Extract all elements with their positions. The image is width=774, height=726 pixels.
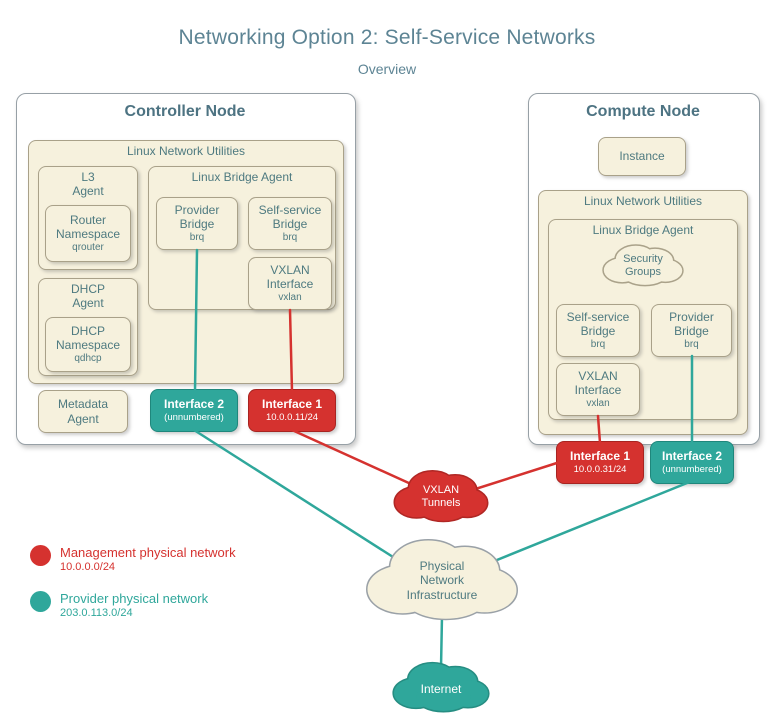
page-title: Networking Option 2: Self-Service Networ… (178, 26, 596, 49)
compute-lnu-label: Linux Network Utilities (583, 194, 703, 208)
provider-bridge-compute-label: Provider Bridge (669, 309, 714, 339)
vxlan-interface-controller-sub: vxlan (278, 292, 302, 304)
dhcp-namespace-sub: qdhcp (74, 353, 102, 365)
interface1-controller-sub: 10.0.0.11/24 (265, 412, 319, 424)
compute-lba-label: Linux Bridge Agent (592, 223, 694, 237)
router-namespace-sub: qrouter (72, 242, 104, 254)
link-vxlan-tunnels-to-interface1-compute (464, 460, 562, 494)
page-subtitle: Overview (357, 61, 417, 77)
router-namespace: Router Namespace qrouter (45, 205, 131, 262)
interface1-controller-label: Interface 1 (261, 397, 323, 412)
vxlan-interface-controller-label: VXLAN Interface (266, 262, 314, 292)
instance-label: Instance (619, 149, 665, 164)
provider-bridge-compute-sub: brq (684, 339, 699, 351)
controller-lnu-label: Linux Network Utilities (126, 144, 246, 158)
legend-management: Management physical network 10.0.0.0/24 (30, 545, 236, 575)
vxlan-interface-compute: VXLAN Interface vxlan (556, 363, 640, 416)
vxlan-tunnels-cloud (393, 470, 489, 523)
l3-agent-label: L3 Agent (72, 170, 104, 199)
selfservice-bridge-compute: Self-service Bridge brq (556, 304, 640, 357)
metadata-agent-label: Metadata Agent (57, 397, 109, 426)
provider-network-dot (30, 591, 51, 612)
selfservice-bridge-compute-sub: brq (590, 339, 606, 351)
interface2-compute-label: Interface 2 (661, 449, 723, 464)
interface2-compute: Interface 2 (unnumbered) (650, 441, 734, 484)
provider-bridge-controller-sub: brq (189, 232, 205, 244)
interface2-controller: Interface 2 (unnumbered) (150, 389, 238, 432)
link-physical-network-to-interface2-compute (490, 479, 694, 564)
vxlan-interface-controller: VXLAN Interface vxlan (248, 257, 332, 310)
dhcp-namespace-label: DHCP Namespace (55, 323, 121, 353)
vxlan-interface-compute-label: VXLAN Interface (574, 368, 622, 398)
compute-node-title: Compute Node (586, 103, 700, 120)
legend-management-cidr: 10.0.0.0/24 (60, 561, 116, 574)
link-physical-network-to-internet (439, 614, 444, 670)
interface1-compute-label: Interface 1 (569, 449, 631, 464)
management-network-dot (30, 545, 51, 566)
provider-bridge-controller: Provider Bridge brq (156, 197, 238, 250)
selfservice-bridge-controller: Self-service Bridge brq (248, 197, 332, 250)
legend-management-label: Management physical network (60, 545, 236, 560)
router-namespace-label: Router Namespace (55, 212, 121, 242)
physical-network-cloud (366, 539, 519, 621)
physical-network-label: Physical Network Infrastructure (406, 559, 478, 602)
vxlan-interface-compute-sub: vxlan (586, 398, 610, 410)
legend-provider-label: Provider physical network (60, 591, 209, 606)
selfservice-bridge-compute-label: Self-service Bridge (566, 309, 630, 339)
metadata-agent: Metadata Agent (38, 390, 128, 433)
dhcp-namespace: DHCP Namespace qdhcp (45, 317, 131, 372)
selfservice-bridge-controller-label: Self-service Bridge (258, 202, 322, 232)
interface2-controller-sub: (unnumbered) (164, 412, 224, 424)
interface1-controller: Interface 1 10.0.0.11/24 (248, 389, 336, 432)
legend-provider-cidr: 203.0.113.0/24 (60, 607, 133, 620)
interface1-compute: Interface 1 10.0.0.31/24 (556, 441, 644, 484)
vxlan-tunnels-label: VXLAN Tunnels (421, 484, 461, 510)
controller-lba-label: Linux Bridge Agent (191, 170, 293, 184)
interface2-controller-label: Interface 2 (163, 397, 225, 412)
legend-provider: Provider physical network 203.0.113.0/24 (30, 591, 208, 621)
interface1-compute-sub: 10.0.0.31/24 (573, 464, 627, 476)
instance: Instance (598, 137, 686, 176)
link-interface2-controller-to-physical-network (192, 428, 406, 566)
internet-cloud (392, 661, 490, 713)
controller-node-title: Controller Node (124, 103, 246, 120)
selfservice-bridge-controller-sub: brq (282, 232, 298, 244)
dhcp-agent-label: DHCP Agent (70, 282, 105, 311)
internet-label: Internet (420, 682, 462, 696)
provider-bridge-controller-label: Provider Bridge (174, 202, 220, 232)
provider-bridge-compute: Provider Bridge brq (651, 304, 732, 357)
interface2-compute-sub: (unnumbered) (662, 464, 722, 476)
